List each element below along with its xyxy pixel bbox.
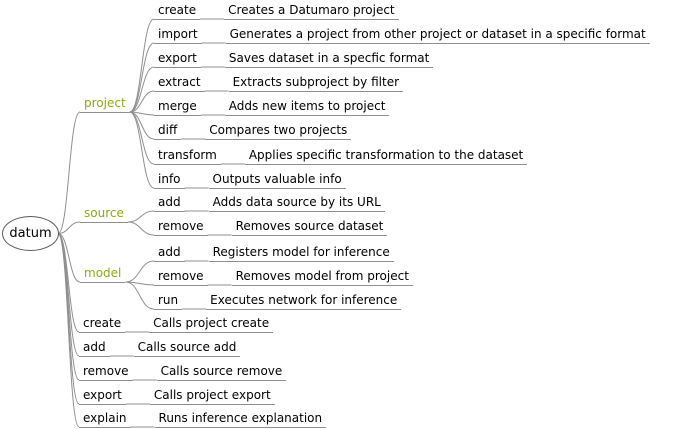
node-desc-project-info[interactable]: Outputs valuable info — [208, 172, 346, 189]
node-desc-shortcut-create[interactable]: Calls project create — [149, 316, 274, 333]
mindmap-row-model-run: run Executes network for inference — [154, 293, 402, 310]
node-shortcut-add[interactable]: add — [79, 340, 110, 357]
mindmap-row-shortcut-export: export Calls project export — [79, 388, 275, 405]
mindmap-row-source-add: add Adds data source by its URL — [154, 195, 385, 212]
node-model-add[interactable]: add — [154, 245, 185, 262]
node-desc-model-run[interactable]: Executes network for inference — [206, 293, 402, 310]
mindmap-row-model-remove: remove Removes model from project — [154, 269, 413, 286]
node-shortcut-explain[interactable]: explain — [79, 411, 131, 428]
node-desc-shortcut-remove[interactable]: Calls source remove — [156, 364, 287, 381]
mindmap-row-project-create: create Creates a Datumaro project — [154, 3, 399, 20]
root-node-datum[interactable]: datum — [2, 216, 59, 251]
branch-label-model[interactable]: model — [80, 266, 126, 283]
mindmap-row-project-import: import Generates a project from other pr… — [154, 27, 650, 44]
node-desc-source-add[interactable]: Adds data source by its URL — [208, 195, 385, 212]
mindmap-row-model-add: add Registers model for inference — [154, 245, 394, 262]
mindmap-row-shortcut-create: create Calls project create — [79, 316, 274, 333]
branch-label-source[interactable]: source — [80, 206, 128, 223]
node-model-run[interactable]: run — [154, 293, 183, 310]
node-model-remove[interactable]: remove — [154, 269, 208, 286]
mindmap-row-project-merge: merge Adds new items to project — [154, 99, 390, 116]
node-desc-project-create[interactable]: Creates a Datumaro project — [224, 3, 399, 20]
node-project-info[interactable]: info — [154, 172, 185, 189]
node-project-create[interactable]: create — [154, 3, 201, 20]
node-desc-project-transform[interactable]: Applies specific transformation to the d… — [244, 148, 528, 165]
mindmap-row-project-diff: diff Compares two projects — [154, 123, 352, 140]
node-project-extract[interactable]: extract — [154, 75, 205, 92]
node-desc-project-extract[interactable]: Extracts subproject by filter — [228, 75, 404, 92]
node-desc-source-remove[interactable]: Removes source dataset — [231, 219, 388, 236]
node-project-export[interactable]: export — [154, 51, 201, 68]
node-source-add[interactable]: add — [154, 195, 185, 212]
node-desc-model-remove[interactable]: Removes model from project — [231, 269, 413, 286]
mindmap-row-shortcut-explain: explain Runs inference explanation — [79, 411, 327, 428]
node-shortcut-export[interactable]: export — [79, 388, 126, 405]
node-project-diff[interactable]: diff — [154, 123, 182, 140]
mindmap-row-project-extract: extract Extracts subproject by filter — [154, 75, 404, 92]
node-desc-project-merge[interactable]: Adds new items to project — [224, 99, 390, 116]
node-desc-shortcut-export[interactable]: Calls project export — [149, 388, 275, 405]
node-project-import[interactable]: import — [154, 27, 202, 44]
node-source-remove[interactable]: remove — [154, 219, 208, 236]
mindmap-row-shortcut-remove: remove Calls source remove — [79, 364, 287, 381]
mindmap-row-project-transform: transform Applies specific transformatio… — [154, 148, 528, 165]
node-desc-project-import[interactable]: Generates a project from other project o… — [225, 27, 650, 44]
node-desc-shortcut-add[interactable]: Calls source add — [133, 340, 241, 357]
node-shortcut-remove[interactable]: remove — [79, 364, 133, 381]
node-desc-project-diff[interactable]: Compares two projects — [205, 123, 352, 140]
node-desc-model-add[interactable]: Registers model for inference — [208, 245, 394, 262]
node-project-transform[interactable]: transform — [154, 148, 221, 165]
node-desc-shortcut-explain[interactable]: Runs inference explanation — [154, 411, 327, 428]
node-project-merge[interactable]: merge — [154, 99, 201, 116]
branch-label-project[interactable]: project — [80, 96, 130, 113]
mindmap-row-project-info: info Outputs valuable info — [154, 172, 346, 189]
mindmap-row-shortcut-add: add Calls source add — [79, 340, 241, 357]
mindmap-row-source-remove: remove Removes source dataset — [154, 219, 388, 236]
node-desc-project-export[interactable]: Saves dataset in a specfic format — [224, 51, 434, 68]
mindmap-row-project-export: export Saves dataset in a specfic format — [154, 51, 434, 68]
node-shortcut-create[interactable]: create — [79, 316, 126, 333]
